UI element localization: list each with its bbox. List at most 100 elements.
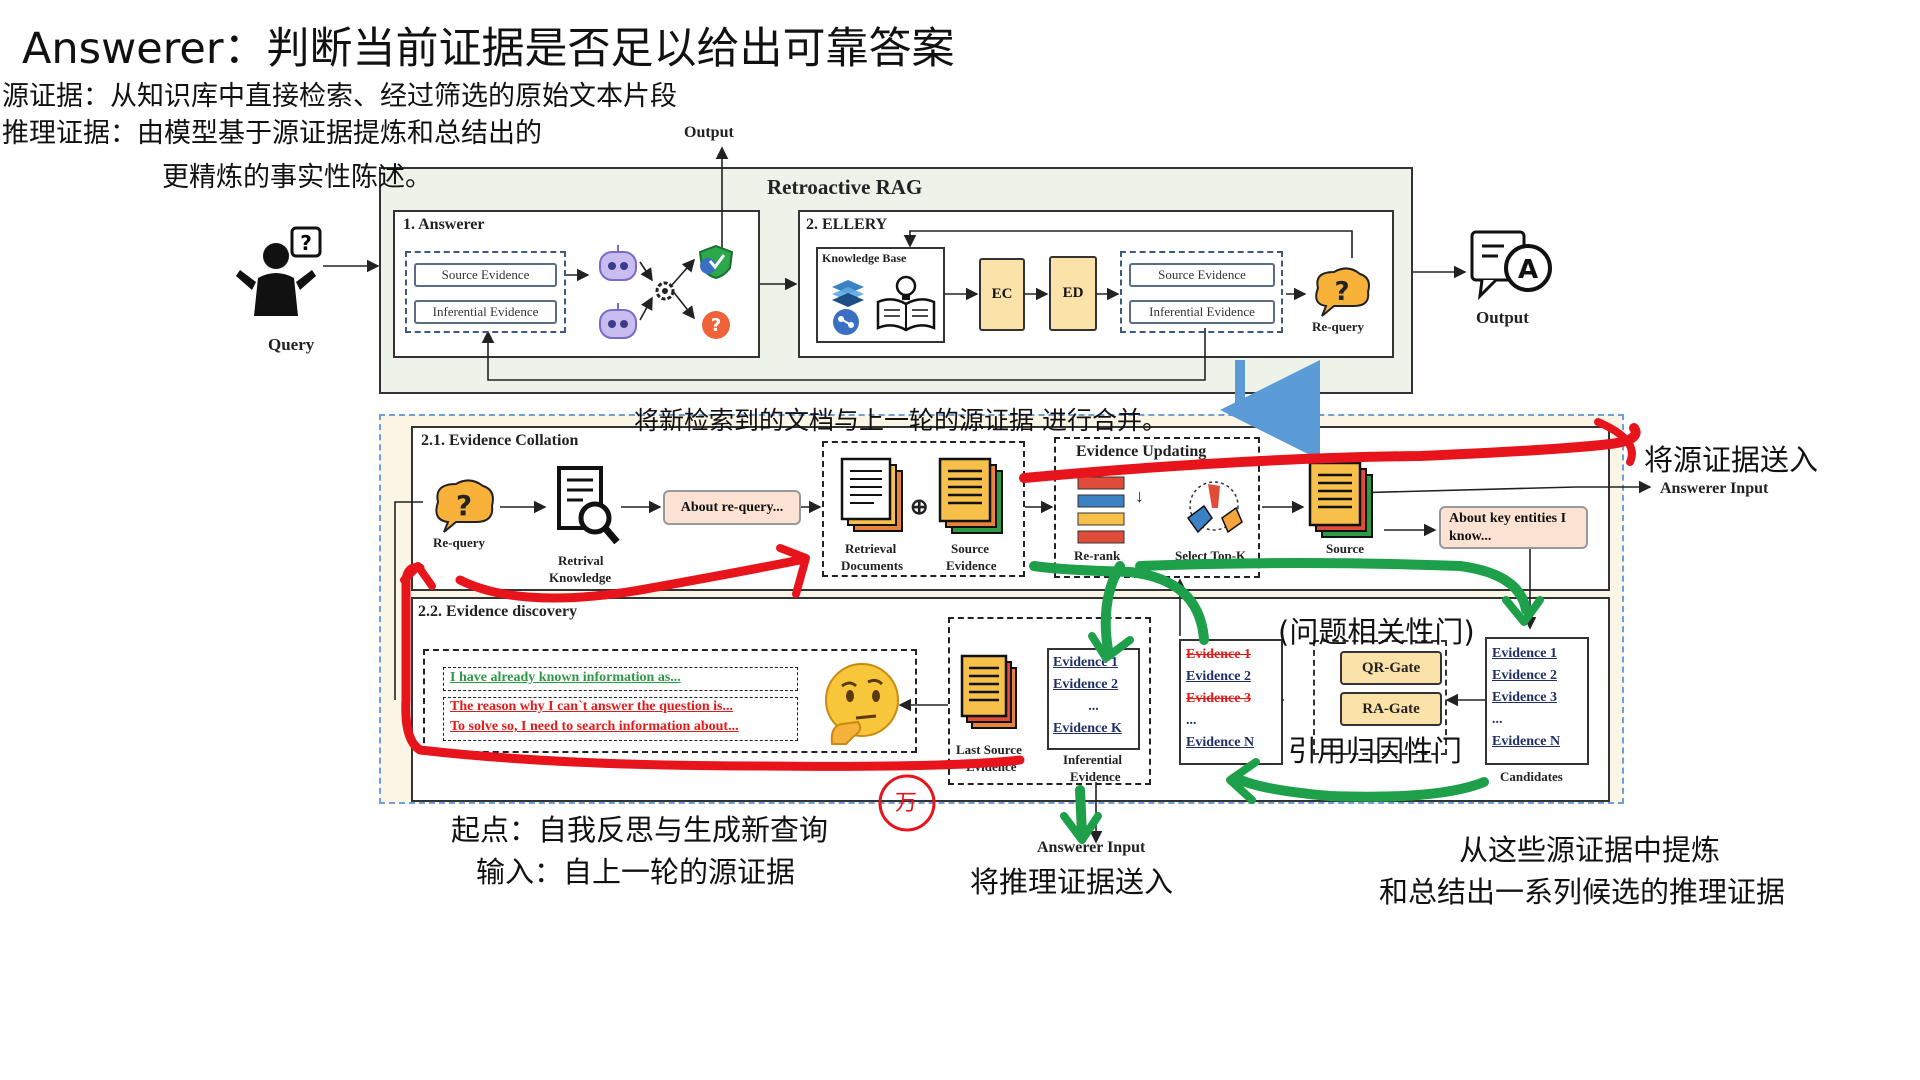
heading: Answerer：判断当前证据是否足以给出可靠答案 (22, 24, 955, 74)
ed-box: ED (1049, 256, 1097, 331)
requery-bubble-icon: ? (435, 479, 494, 533)
candidate-item: ... (1492, 712, 1503, 727)
knowledge-base-label: Knowledge Base (822, 251, 907, 265)
filtered-item: ... (1186, 713, 1197, 728)
source-evidence-doc-icon (938, 457, 1003, 534)
retrieval-search-icon (557, 466, 620, 545)
query-label: Query (268, 335, 315, 354)
top-output-label: Output (684, 124, 734, 141)
source-evidence-doc-icon (1308, 461, 1373, 538)
retrival-knowledge-label-2: Knowledge (549, 570, 612, 585)
ra-gate: RA-Gate (1340, 692, 1442, 726)
ellery-evidence-group (1120, 251, 1283, 333)
filtered-evidence-list: Evidence 1 Evidence 2 Evidence 3 ... Evi… (1179, 639, 1283, 765)
merge-note: 将新检索到的文档与上一轮的源证据 进行合并。 (634, 406, 1167, 435)
candidate-item: Evidence 3 (1492, 690, 1557, 705)
rerank-label: Re-rank (1074, 548, 1121, 563)
filtered-item: Evidence 1 (1186, 647, 1251, 662)
thought-reason: The reason why I can`t answer the questi… (450, 699, 734, 714)
circled-mark: 万 (895, 791, 918, 816)
brain-network-icon (833, 309, 859, 335)
book-lightbulb-icon (876, 275, 936, 332)
retrieval-documents-label-1: Retrieval (845, 541, 897, 556)
database-layers-icon (832, 280, 864, 307)
source-evidence-label-1: Source (951, 541, 990, 556)
retroactive-rag-title: Retroactive RAG (767, 175, 923, 199)
inferential-item: Evidence K (1053, 721, 1122, 736)
svg-text:?: ? (300, 231, 312, 255)
svg-text:?: ? (1334, 277, 1349, 307)
filtered-item: Evidence 3 (1186, 691, 1251, 706)
gate-group (1313, 640, 1447, 755)
thought-known-box: I have already known information as... (443, 667, 798, 691)
qr-gate: QR-Gate (1340, 651, 1442, 685)
shield-check-icon (698, 244, 734, 280)
candidates-list: Evidence 1 Evidence 2 Evidence 3 ... Evi… (1485, 637, 1589, 765)
start-note-2: 输入：自上一轮的源证据 (476, 855, 796, 889)
answerer-title: 1. Answerer (403, 216, 485, 233)
about-requery-box: About re-query... (663, 490, 801, 525)
question-icon: ? (702, 311, 730, 339)
candidate-item: Evidence 1 (1492, 646, 1557, 661)
filtered-item: Evidence 2 (1186, 669, 1251, 684)
requery-bubble-icon: ? (1315, 267, 1370, 317)
inferential-caption-1: Inferential (1063, 752, 1122, 767)
answerer-evidence-group (405, 251, 566, 333)
retrieval-source-group (822, 441, 1025, 577)
last-source-label-1: Last Source (956, 742, 1022, 757)
last-inferential-group (948, 617, 1151, 785)
thinking-face-icon (825, 663, 899, 745)
svg-text:?: ? (456, 489, 472, 522)
robot-icon (599, 245, 637, 281)
plus-symbol: ⊕ (910, 494, 929, 519)
inferential-evidence-definition-1: 推理证据：由模型基于源证据提炼和总结出的 (2, 118, 542, 149)
inferential-evidence-definition-2: 更精炼的事实性陈述。 (162, 162, 432, 193)
ellery-inferential-evidence: Inferential Evidence (1129, 300, 1275, 324)
thought-reason-box (443, 697, 798, 741)
document-stack-icon (840, 457, 903, 532)
about-key-box: About key entities I know... (1439, 506, 1588, 549)
attribution-gate-note: 引用归因性门 (1288, 734, 1463, 768)
rerank-bars-icon (1077, 476, 1125, 544)
refine-note-2: 和总结出一系列候选的推理证据 (1379, 875, 1786, 909)
decision-gear-icon (655, 281, 675, 301)
robot-icon (599, 303, 637, 339)
answerer-input-right: Answerer Input (1660, 480, 1769, 497)
send-source-note: 将源证据送入 (1644, 443, 1819, 477)
svg-text:?: ? (711, 315, 721, 336)
requery-label-2: Re-query (433, 535, 485, 550)
inferential-item: Evidence 1 (1053, 655, 1118, 670)
inferential-item: Evidence 2 (1053, 677, 1118, 692)
right-output-label: Output (1476, 308, 1529, 327)
ellery-source-evidence: Source Evidence (1129, 263, 1275, 287)
inferential-evidence-list: Evidence 1 Evidence 2 ... Evidence K (1047, 648, 1140, 750)
inferential-item: ... (1088, 699, 1099, 714)
output-answer-icon: A (1470, 230, 1552, 301)
candidates-caption: Candidates (1500, 769, 1563, 784)
select-hand-icon (1186, 481, 1243, 534)
down-arrow-glyph: ↓ (1135, 486, 1144, 506)
retrieval-documents-label-2: Documents (841, 558, 904, 573)
source-evidence-definition: 源证据：从知识库中直接检索、经过筛选的原始文本片段 (2, 81, 677, 112)
filtered-item: Evidence N (1186, 735, 1255, 750)
candidate-item: Evidence 2 (1492, 668, 1557, 683)
start-note-1: 起点：自我反思与生成新查询 (451, 813, 829, 847)
answerer-inferential-evidence: Inferential Evidence (414, 300, 557, 324)
evidence-updating-title: Evidence Updating (1076, 443, 1207, 460)
source-right-label: Source (1326, 541, 1365, 556)
requery-label: Re-query (1312, 319, 1364, 334)
answerer-input-bottom: Answerer Input (1037, 839, 1146, 856)
svg-text:A: A (1518, 255, 1538, 285)
ec-box: EC (979, 258, 1025, 331)
source-evidence-label-2: Evidence (946, 558, 997, 573)
collation-title: 2.1. Evidence Collation (421, 432, 579, 449)
retrival-knowledge-label-1: Retrival (558, 553, 604, 568)
thought-solve: To solve so, I need to search informatio… (450, 719, 739, 734)
discovery-title: 2.2. Evidence discovery (418, 603, 578, 620)
user-question-icon: ? (236, 226, 322, 316)
candidate-item: Evidence N (1492, 734, 1561, 749)
last-source-doc-icon (960, 654, 1017, 729)
send-inferential-note: 将推理证据送入 (970, 865, 1174, 899)
